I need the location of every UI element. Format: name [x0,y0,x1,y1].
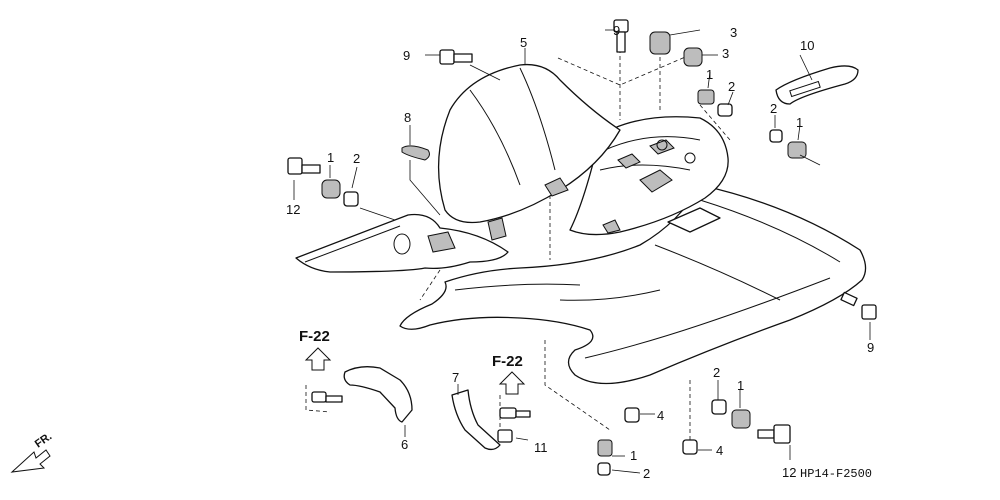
callout-2-bottom: 2 [643,466,650,481]
callout-1-right: 1 [796,115,803,130]
cushion-4-a [624,407,655,423]
collar-1-bottom [597,439,613,476]
callout-2-right: 2 [770,101,777,116]
grommet-3-a [649,29,701,55]
callout-10: 10 [800,38,814,53]
callout-3-b: 3 [722,46,729,61]
grommet-3-b [683,47,718,67]
collar-1-right [769,129,807,159]
callout-7: 7 [452,370,459,385]
callout-1-bottom: 1 [630,448,637,463]
ref-arrow-right [498,371,526,395]
callout-6: 6 [401,437,408,452]
bracket-7 [451,389,531,451]
callout-3-a: 3 [730,25,737,40]
bolt-12-left [287,157,321,175]
callout-5: 5 [520,35,527,50]
ref-label-right: F-22 [492,353,523,370]
ref-label-left: F-22 [299,328,330,345]
strap-10 [775,65,859,105]
callout-1-bottom-right: 1 [737,378,744,393]
callout-2-top: 2 [728,79,735,94]
callout-12-left: 12 [286,202,300,217]
bolt-9-right [840,291,877,320]
callout-1-top: 1 [706,67,713,82]
callout-1-left: 1 [327,150,334,165]
callout-12-right: 12 [782,465,796,480]
collar-1-left [321,179,359,207]
collar-1-bottom-right [711,399,791,444]
rubber-block-8 [401,145,430,161]
left-fender-wing [437,63,621,234]
left-side-bracket [295,213,509,273]
callout-4-a: 4 [657,408,664,423]
callout-9-left: 9 [403,48,410,63]
callout-8: 8 [404,110,411,125]
front-direction-arrow [10,449,51,473]
callout-11: 11 [534,440,548,455]
callout-9-top: 9 [613,23,620,38]
ref-arrow-left [304,347,332,371]
collar-1-top [697,89,733,117]
callout-4-b: 4 [716,443,723,458]
callout-2-left: 2 [353,151,360,166]
leader-lines [293,48,871,474]
bracket-6 [311,366,413,437]
callout-9-right: 9 [867,340,874,355]
bolt-9-top-center [605,19,629,53]
callout-2-bottom-right: 2 [713,365,720,380]
figure-code: HP14-F2500 [800,467,872,481]
direction-label: FR. [33,430,54,450]
cushion-4-b [682,439,712,455]
bolt-9-top-left [425,49,473,65]
callout-labels: 3 3 9 9 9 5 8 10 1 2 2 1 1 2 12 7 6 11 4… [286,23,874,481]
